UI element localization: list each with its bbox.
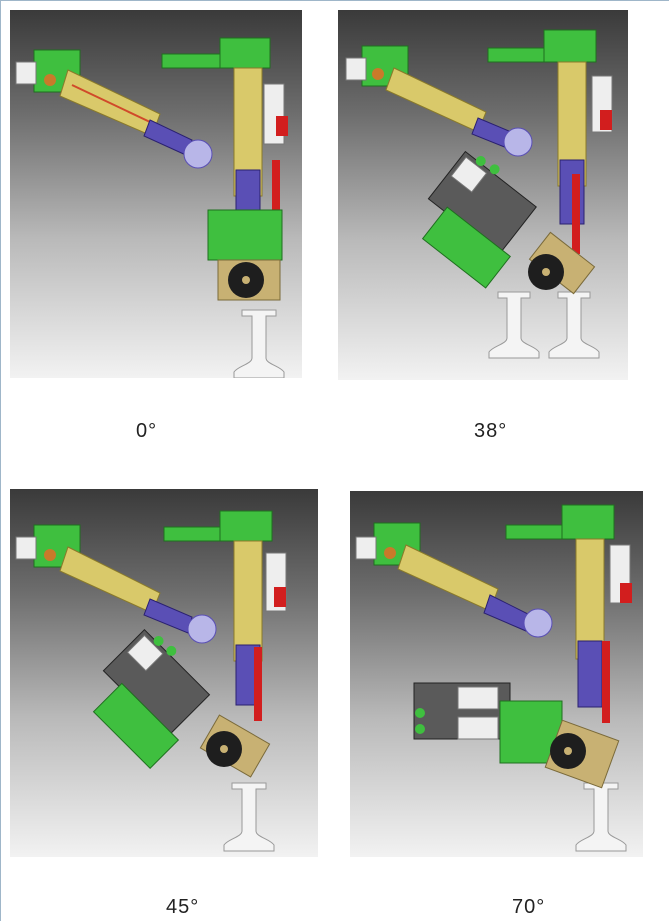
mechanism-illustration-45: [15, 510, 287, 852]
vertical-column: [163, 510, 287, 721]
angle-label-45: 45°: [166, 896, 200, 918]
wheel-assembly: [544, 719, 620, 789]
actuator-arm: [345, 45, 533, 157]
vertical-column: [487, 29, 613, 254]
wheel-assembly: [207, 209, 283, 301]
mechanism-illustration-0: [15, 37, 288, 378]
mechanism-illustration-38: [345, 29, 613, 359]
tilted-head-assembly: [92, 628, 211, 770]
mechanism-panel-0: [10, 10, 302, 378]
rail-profile-right: [548, 291, 600, 359]
tilted-head-assembly: [421, 150, 537, 289]
actuator-arm: [15, 49, 213, 169]
actuator-arm: [355, 522, 553, 638]
actuator-arm: [15, 524, 217, 644]
angle-label-70: 70°: [512, 896, 546, 918]
vertical-column: [505, 504, 632, 723]
angle-label-38: 38°: [474, 420, 508, 442]
mechanism-illustration-70: [355, 504, 632, 852]
angle-label-0: 0°: [136, 420, 158, 442]
wheel-assembly: [199, 714, 271, 778]
mechanism-panel-70: [350, 491, 643, 857]
wheel-assembly: [528, 231, 596, 295]
rail-profile: [223, 782, 275, 852]
rail-profile: [575, 782, 627, 852]
rail-profile: [233, 309, 285, 378]
rail-profile-left: [488, 291, 540, 359]
mechanism-panel-38: [338, 10, 628, 380]
mechanism-panel-45: [10, 489, 318, 857]
tilted-head-assembly: [413, 682, 563, 764]
